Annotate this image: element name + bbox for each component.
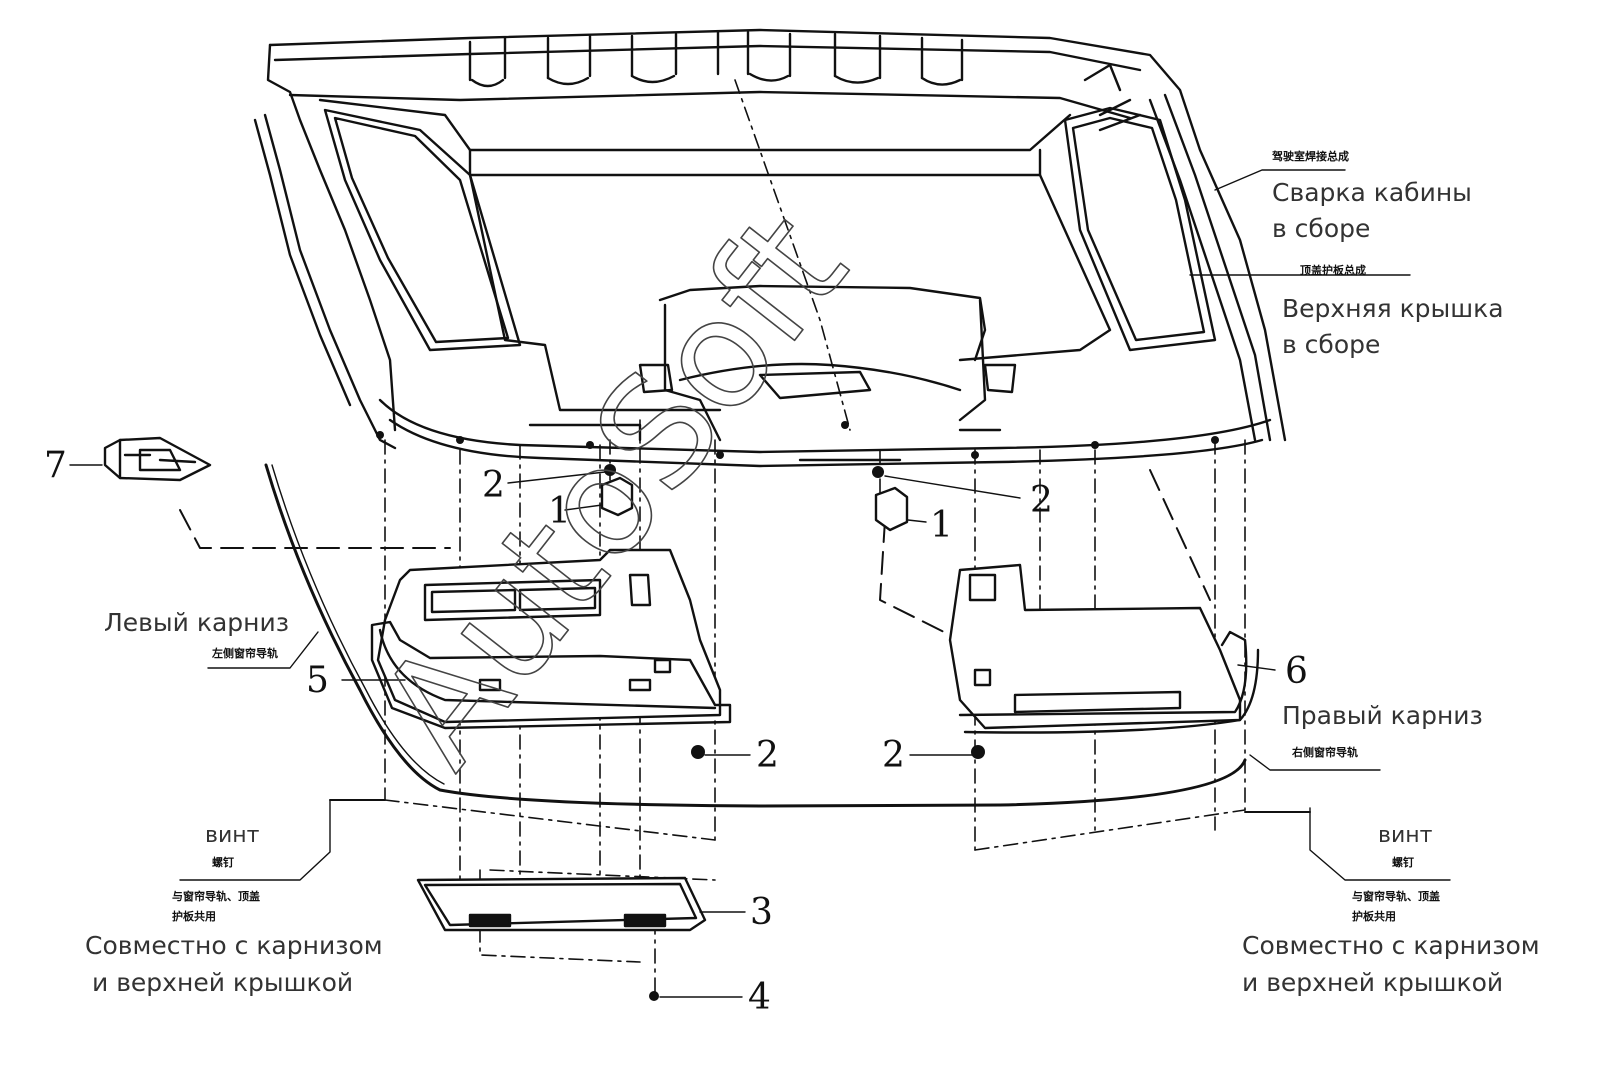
roof-cover-label-zh: 顶盖护板总成 — [1300, 264, 1366, 277]
callout-3: 3 — [750, 892, 773, 933]
left-rail-label-ru: Левый карниз — [104, 608, 290, 637]
right-rail-label-ru: Правый карниз — [1282, 701, 1483, 730]
cab-weld-label-zh: 驾驶室焊接总成 — [1272, 150, 1349, 163]
cab-roof-assembly — [253, 28, 1287, 468]
screw-right-note-ru-1: Совместно с карнизом — [1242, 931, 1540, 960]
screw-left-label-ru: винт — [205, 823, 260, 848]
callout-1-left: 1 — [548, 491, 571, 532]
dashed-guides — [179, 469, 1211, 641]
part-3-cover — [416, 876, 707, 932]
left-lamp-panel — [370, 548, 732, 730]
callout-6: 6 — [1285, 651, 1308, 692]
screw-right-note-ru-2: и верхней крышкой — [1242, 968, 1504, 997]
leader-lines — [69, 169, 1451, 998]
part-7-bracket — [103, 436, 212, 482]
screws — [376, 421, 1219, 1001]
callout-4: 4 — [748, 977, 771, 1018]
callout-2-lower-left: 2 — [756, 735, 779, 776]
callout-7: 7 — [44, 445, 67, 486]
left-rail-label-zh: 左侧窗帘导轨 — [212, 647, 278, 660]
callout-2-lower-right: 2 — [882, 735, 905, 776]
roof-cover-label-ru-1: Верхняя крышка — [1282, 294, 1504, 323]
right-rail-label-zh: 右侧窗帘导轨 — [1292, 746, 1358, 759]
screw-left-note-zh-2: 护板共用 — [172, 910, 216, 923]
screw-right-label-ru: винт — [1378, 823, 1433, 848]
cab-weld-label-ru-2: в сборе — [1272, 214, 1371, 243]
screw-left-label-zh: 螺钉 — [212, 856, 234, 869]
left-curtain-rail — [264, 463, 1247, 808]
screw-left-note-ru-2: и верхней крышкой — [92, 968, 354, 997]
screw-right-note-zh-2: 护板共用 — [1352, 910, 1396, 923]
screw-right-label-zh: 螺钉 — [1392, 856, 1414, 869]
callout-5: 5 — [306, 660, 329, 701]
screw-left-note-ru-1: Совместно с карнизом — [85, 931, 383, 960]
callout-2-upper-right: 2 — [1030, 480, 1053, 521]
right-lamp-panel — [948, 563, 1260, 734]
callout-1-right: 1 — [930, 505, 953, 546]
callout-2-upper-left: 2 — [482, 465, 505, 506]
roof-cover-label-ru-2: в сборе — [1282, 330, 1381, 359]
part-1-clips — [600, 476, 909, 532]
screw-left-note-zh-1: 与窗帘导轨、顶盖 — [172, 890, 260, 903]
screw-brackets — [329, 799, 1311, 813]
screw-right-note-zh-1: 与窗帘导轨、顶盖 — [1352, 890, 1440, 903]
cab-weld-label-ru-1: Сварка кабины — [1272, 178, 1472, 207]
